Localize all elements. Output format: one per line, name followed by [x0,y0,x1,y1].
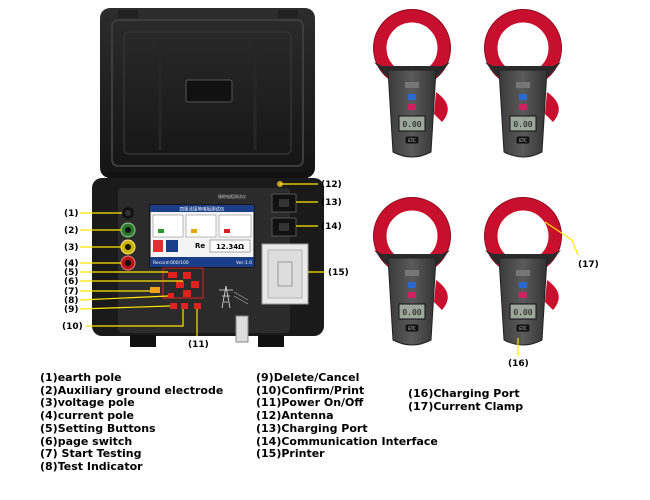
callout-3: (3) [64,243,79,253]
charging-port[interactable] [279,199,289,207]
clamp-body [498,257,548,346]
clamp-display-value: 0.00 [513,120,532,129]
clamp-button-label: ETC [408,138,416,143]
clamp-display [398,115,426,132]
legend-item: (14)Communication Interface [256,434,438,448]
tower-icon [219,285,249,309]
clamp-display [509,303,537,320]
legend-item: (4)current pole [40,409,134,423]
legend-item: (15)Printer [256,447,325,461]
bottom-connector [235,315,249,343]
clamp-body [498,69,548,158]
legend-item: (12)Antenna [256,409,334,423]
callout-6: (6) [64,277,79,287]
right-button[interactable] [191,281,199,288]
legend-item: (17)Current Clamp [408,399,524,413]
screen-version: Ver:1.0 [236,260,252,266]
callout-5: (5) [64,268,79,278]
legend-column-3: (16)Charging Port(17)Current Clamp [408,387,524,413]
callout-4: (4) [64,259,79,269]
start-test-button[interactable] [168,293,174,298]
callout-16: (16) [508,359,529,369]
clamp-button[interactable] [515,323,531,333]
screen-header: 四极法接地电阻测试仪 [180,206,225,213]
delete-button[interactable] [170,303,177,309]
callout-1: (1) [64,209,79,219]
callout-17: (17) [578,260,599,270]
legend-column-2: (9)Delete/Cancel(10)Confirm/Print(11)Pow… [256,371,438,461]
power-button[interactable] [194,303,201,309]
legend-item: (1)earth pole [40,371,122,384]
clamp-body [387,69,437,158]
callout-15: (15) [328,268,349,278]
clamp-trigger[interactable] [434,280,448,310]
legend-item: (6)page switch [40,434,133,448]
legend-item: (5)Setting Buttons [40,421,156,435]
case-hinge [108,172,308,182]
legend-item: (9)Delete/Cancel [256,371,360,384]
device-screen: 四极法接地电阻测试仪 Re 12.34Ω Record:000/100 Ver:… [149,204,255,268]
legend-item: (7) Start Testing [40,447,142,461]
instrument-case: 接地电阻测试仪 四极法接地电阻测试仪 Re [92,8,324,347]
terminals [120,206,136,271]
up-button[interactable] [183,272,191,279]
comm-interface[interactable] [279,223,289,231]
clamp-trigger[interactable] [545,92,559,122]
clamp-button[interactable] [404,135,420,145]
callout-12: (12) [321,180,342,190]
clamp-button[interactable] [404,323,420,333]
left-button[interactable] [176,281,184,288]
screen-mode: Re [195,242,205,250]
clamp-button-label: ETC [408,326,416,331]
clamp-display [398,303,426,320]
confirm-print-button[interactable] [181,303,188,309]
case-lid [100,8,315,178]
legend-item: (8)Test Indicator [40,459,143,473]
clamp-body [387,257,437,346]
callout-9: (9) [64,305,79,315]
clamp-display-value: 0.00 [402,308,421,317]
test-indicator [150,287,160,293]
leader-lines [79,183,579,356]
legend-item: (10)Confirm/Print [256,383,365,397]
legend-item: (16)Charging Port [408,387,520,400]
callout-labels: (1) (2) (3) (4) (5) (6) (7) (8) (9) (10)… [62,180,599,369]
legend-item: (11)Power On/Off [256,396,364,410]
clamp-button[interactable] [515,135,531,145]
legend-column-1: (1)earth pole(2)Auxiliary ground electro… [40,371,224,474]
legend-item: (3)voltage pole [40,396,135,410]
screen-record: Record:000/100 [153,260,189,266]
clamp-display-value: 0.00 [513,308,532,317]
callout-8: (8) [64,296,79,306]
clamp-button-label: ETC [519,138,527,143]
clamp-trigger[interactable] [545,280,559,310]
callout-11: (11) [188,340,209,350]
setting-button[interactable] [168,272,177,278]
callout-14: (14) [321,222,342,232]
button-cluster [150,267,204,309]
screen-reading: 12.34Ω [216,243,244,251]
down-button[interactable] [183,290,191,297]
clamp-display [509,115,537,132]
callout-7: (7) [64,287,79,297]
clamp-button-label: ETC [519,326,527,331]
callout-2: (2) [64,226,79,236]
printer [261,243,309,305]
callout-10: (10) [62,322,83,332]
device-top-label: 接地电阻测试仪 [218,193,246,199]
clamp-display-value: 0.00 [402,120,421,129]
clamp-trigger[interactable] [434,92,448,122]
legend-item: (13)Charging Port [256,421,368,435]
callout-13: (13) [321,198,342,208]
legend-item: (2)Auxiliary ground electrode [40,383,224,397]
